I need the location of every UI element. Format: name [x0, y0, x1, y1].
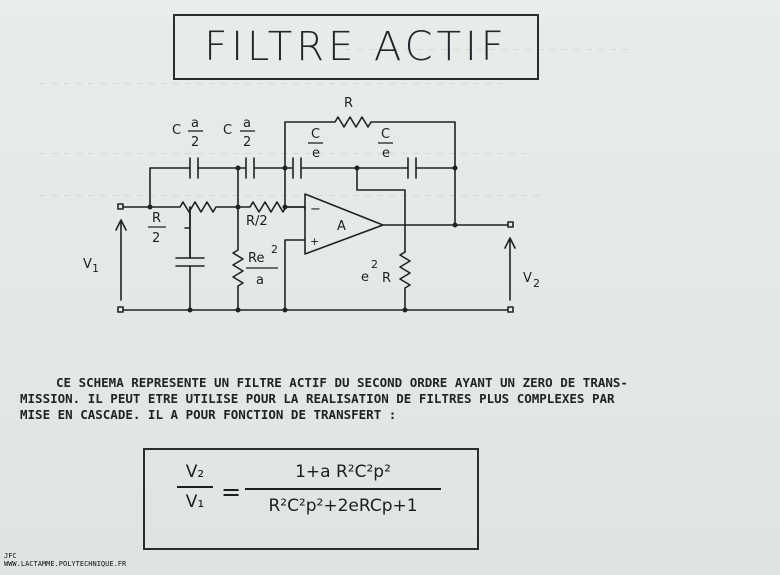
label-v1: V: [83, 257, 92, 272]
label-r-slash: R/2: [246, 214, 268, 229]
junction-dot: [282, 165, 288, 171]
ground-terminal-right: [507, 306, 514, 313]
show-through-text: — — — — — — — — — — — — — — — — — — — — …: [40, 148, 528, 159]
rhs-numerator: 1+a R²C²p²: [295, 462, 391, 482]
fraction-bar: [245, 488, 441, 490]
label-r-feedback: R: [344, 96, 353, 111]
description-line: CE SCHEMA REPRESENTE UN FILTRE ACTIF DU …: [56, 375, 628, 390]
watermark-line: JFC: [4, 552, 17, 560]
label-e2r-r: R: [382, 271, 391, 286]
watermark: JFC WWW.LACTAMME.POLYTECHNIQUE.FR: [4, 552, 126, 568]
resistor-re2-a: [232, 206, 244, 311]
label-cap-left-den: 2: [191, 135, 199, 150]
input-terminal: [117, 203, 124, 210]
label-cap-e1-den: e: [312, 146, 320, 161]
rhs-fraction: 1+a R²C²p² R²C²p²+2eRCp+1: [243, 462, 443, 516]
resistor-r-half-left: [149, 201, 239, 213]
description-paragraph: CE SCHEMA REPRESENTE UN FILTRE ACTIF DU …: [20, 375, 760, 423]
label-cap-e2-num: C: [381, 127, 390, 142]
junction-dot: [147, 204, 153, 210]
wire: [284, 167, 306, 211]
show-through-text: — — — — — — — — — — — — — — — — — — — — …: [40, 190, 540, 201]
junction-dot: [187, 307, 193, 313]
junction-dot: [452, 165, 458, 171]
show-through-text: — — — — — — — — — — — — — — — — — — — — …: [40, 78, 504, 89]
junction-dot: [235, 307, 241, 313]
lhs-fraction: V₂ V₁: [175, 462, 215, 512]
label-e2r-base: e: [361, 270, 369, 285]
junction-dot: [402, 307, 408, 313]
label-cap-mid-num: a: [243, 116, 251, 131]
wire: [356, 167, 406, 253]
equals-sign: =: [221, 478, 242, 506]
capacitor-ce-1: [284, 157, 358, 179]
label-v1-sub: 1: [92, 262, 99, 275]
label-cap-e2-den: e: [382, 146, 390, 161]
op-amp: [304, 193, 384, 255]
junction-dot: [452, 222, 458, 228]
label-e2r-exp: 2: [371, 258, 378, 271]
v2-arrow: [504, 237, 516, 301]
label-amp: A: [337, 219, 346, 234]
resistor-e2r: [399, 251, 411, 311]
label-plus: +: [310, 235, 319, 248]
wire: [149, 167, 191, 208]
label-minus: −: [310, 202, 321, 217]
ground-terminal-left: [117, 306, 124, 313]
label-cap-left-coef: C: [172, 123, 181, 138]
resistor-r-half-right: [237, 201, 306, 213]
label-cap-left-num: a: [191, 116, 199, 131]
lhs-denominator: V₁: [185, 492, 205, 512]
title-box: FILTRE ACTIF: [173, 14, 539, 80]
watermark-line: WWW.LACTAMME.POLYTECHNIQUE.FR: [4, 560, 127, 568]
rhs-denominator: R²C²p²+2eRCp+1: [268, 496, 418, 516]
output-terminal: [507, 221, 514, 228]
junction-dot: [235, 165, 241, 171]
label-v2: V: [523, 271, 532, 286]
label-r-half-den: 2: [152, 231, 160, 246]
lhs-numerator: V₂: [185, 462, 205, 482]
v1-arrow: [115, 219, 127, 301]
capacitor-ca2-mid: [237, 157, 286, 179]
show-through-text: — — — — — — — — — — — — — — — — — — — — …: [345, 44, 628, 55]
label-re2-exp: 2: [271, 243, 278, 256]
label-cap-e1-num: C: [311, 127, 320, 142]
label-r-half-num: R: [152, 211, 161, 226]
junction-dot: [354, 165, 360, 171]
label-cap-mid-coef: C: [223, 123, 232, 138]
transfer-function-box: V₂ V₁ = 1+a R²C²p² R²C²p²+2eRCp+1: [143, 448, 479, 550]
description-line: MISE EN CASCADE. IL A POUR FONCTION DE T…: [20, 407, 397, 422]
capacitor-ce-2: [356, 157, 456, 179]
description-line: MISSION. IL PEUT ETRE UTILISE POUR LA RE…: [20, 391, 615, 406]
label-cap-mid-den: 2: [243, 135, 251, 150]
wire: [284, 239, 306, 311]
label-re2-num: Re: [248, 251, 264, 266]
junction-dot: [282, 204, 288, 210]
fraction-bar: [177, 486, 213, 488]
label-v2-sub: 2: [533, 277, 540, 290]
label-re2-den: a: [256, 273, 264, 288]
junction-dot: [282, 307, 288, 313]
page-title: FILTRE ACTIF: [204, 24, 508, 70]
junction-dot: [235, 204, 241, 210]
resistor-feedback-r: [284, 116, 456, 226]
capacitor-ca2-left: [189, 157, 199, 179]
